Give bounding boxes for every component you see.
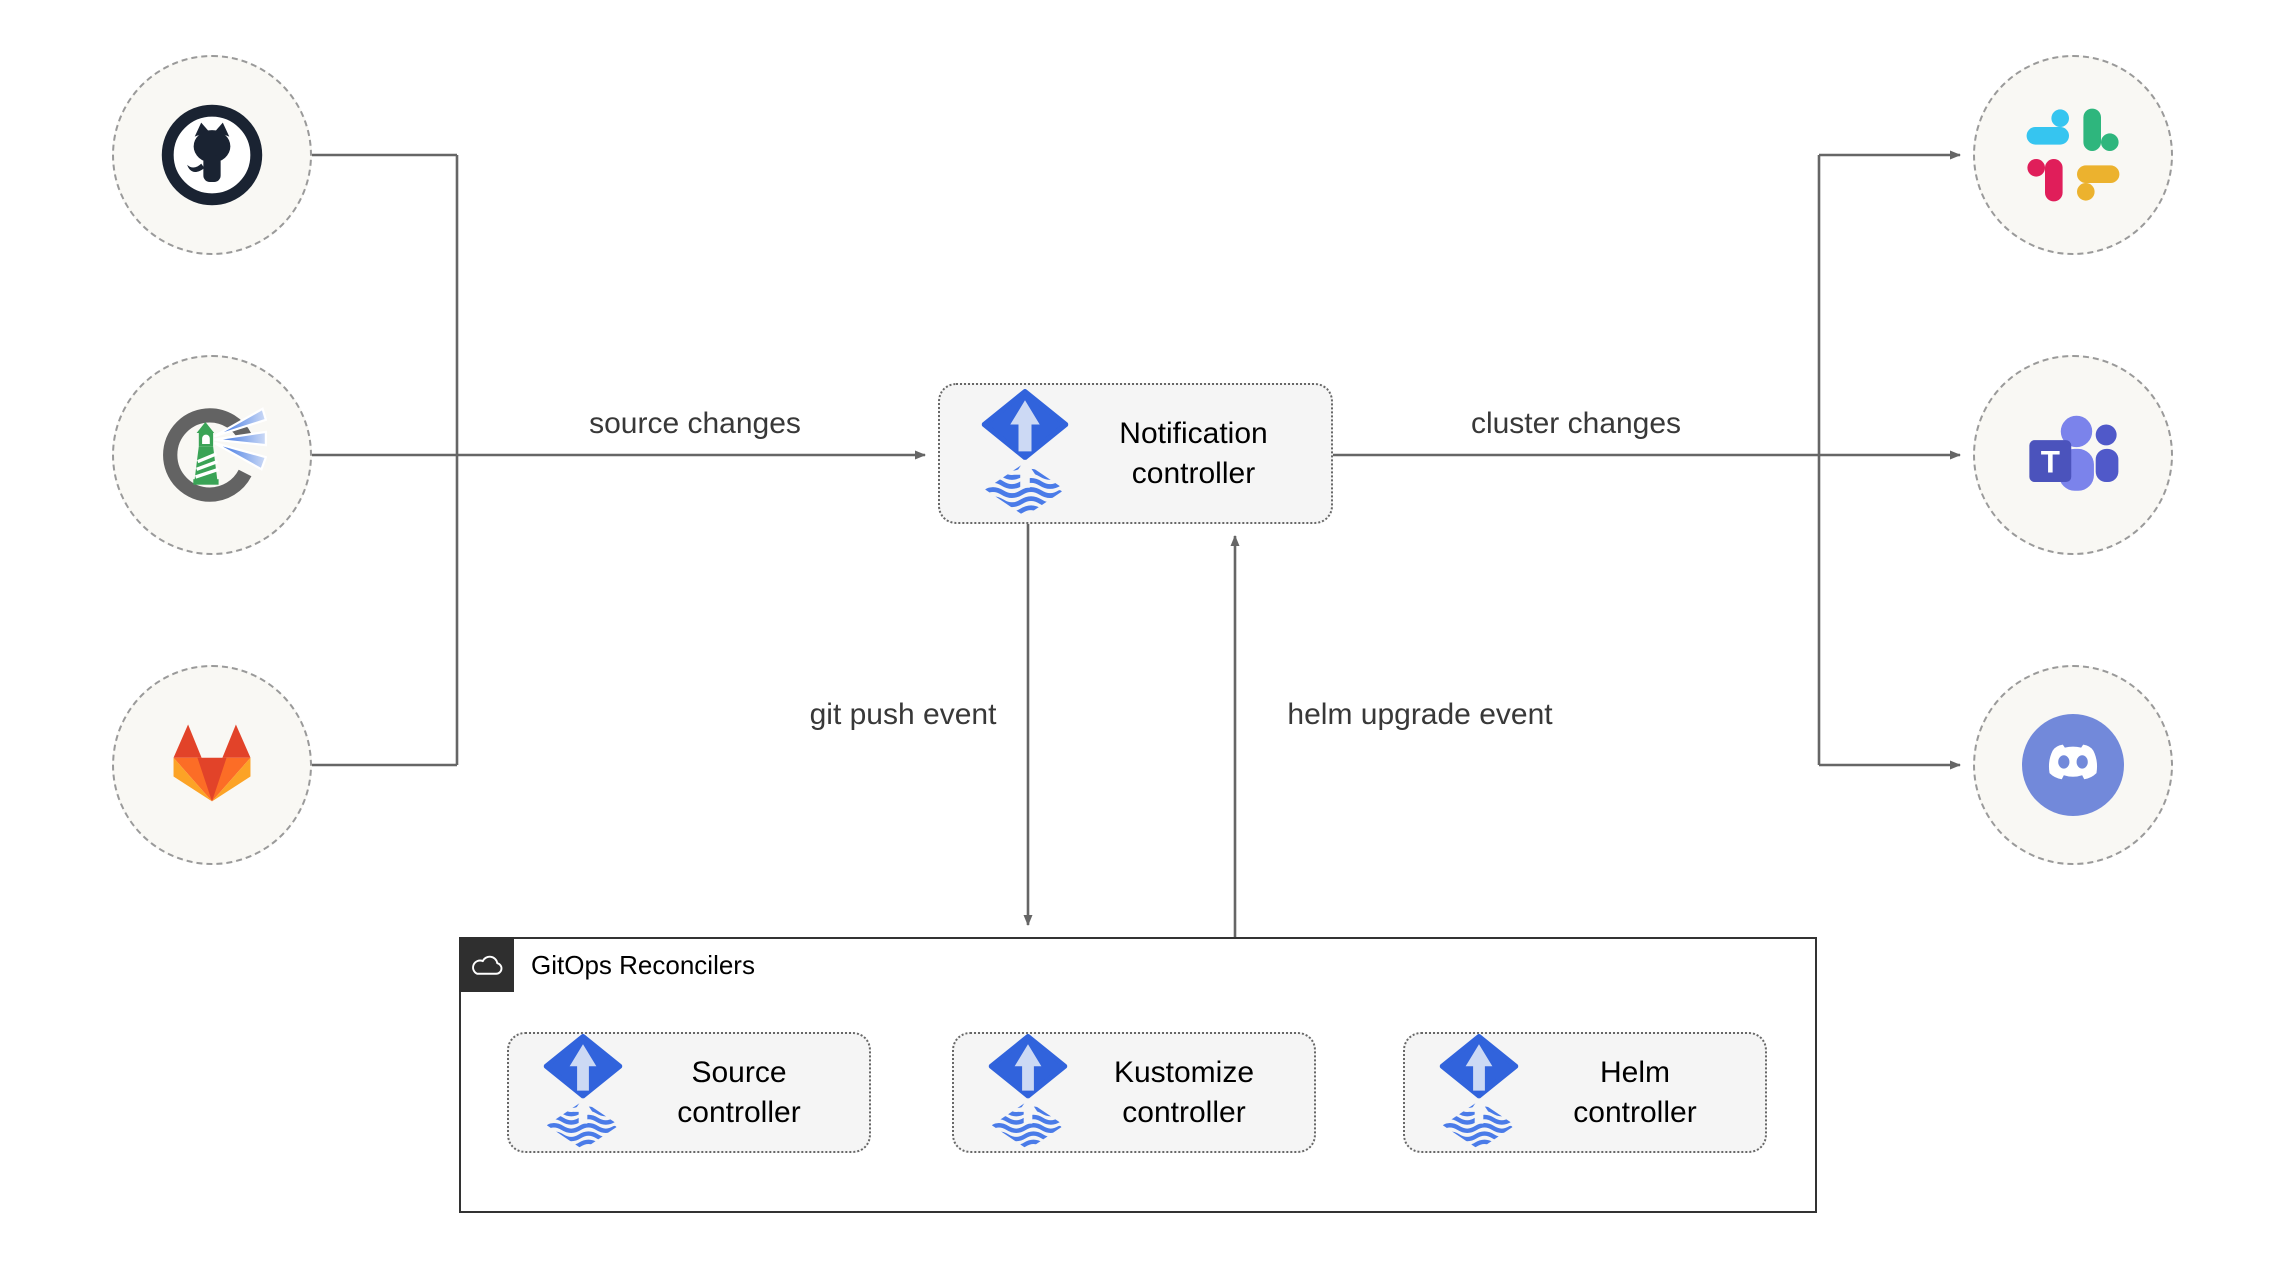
gitlab-icon <box>173 724 251 802</box>
svg-text:T: T <box>2041 444 2060 479</box>
node-discord[interactable] <box>1973 665 2173 865</box>
edge-label-git-push-event: git push event <box>809 698 997 731</box>
group-title: GitOps Reconcilers <box>531 950 755 980</box>
source-controller-label: Source controller <box>677 1055 801 1129</box>
github-icon <box>161 104 263 206</box>
node-kustomize-controller[interactable]: Kustomize controller <box>952 1032 1316 1153</box>
flux-icon <box>1439 1034 1519 1152</box>
edge-label-helm-upgrade-event: helm upgrade event <box>1287 698 1553 731</box>
node-notification-controller[interactable]: Notification controller <box>938 383 1333 524</box>
teams-icon: T <box>2029 415 2119 491</box>
group-header-square <box>459 937 514 992</box>
flux-icon <box>988 1034 1068 1152</box>
discord-icon <box>2022 714 2124 816</box>
cloud-icon <box>471 955 502 975</box>
node-slack[interactable] <box>1973 55 2173 255</box>
node-github[interactable] <box>112 55 312 255</box>
helm-controller-label: Helm controller <box>1573 1055 1697 1129</box>
flux-icon <box>543 1034 623 1152</box>
node-helm-controller[interactable]: Helm controller <box>1403 1032 1767 1153</box>
slack-icon <box>2026 108 2120 202</box>
node-gitlab[interactable] <box>112 665 312 865</box>
node-teams[interactable]: T <box>1973 355 2173 555</box>
notification-controller-label: Notification controller <box>1119 416 1268 490</box>
edge-label-cluster-changes: cluster changes <box>1470 407 1682 440</box>
edge-label-source-changes: source changes <box>589 407 801 440</box>
node-source-controller[interactable]: Source controller <box>507 1032 871 1153</box>
flux-icon <box>980 389 1070 519</box>
harbor-icon <box>163 407 267 502</box>
node-harbor[interactable] <box>112 355 312 555</box>
kustomize-controller-label: Kustomize controller <box>1113 1055 1255 1129</box>
